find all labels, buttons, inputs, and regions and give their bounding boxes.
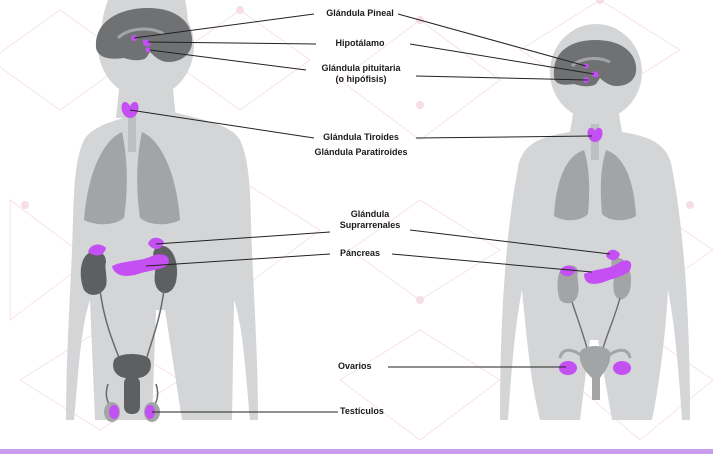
male-left-kidney: [81, 251, 107, 294]
label-pancreas: Páncreas: [320, 248, 400, 259]
leader-pineal-female: [398, 14, 586, 66]
male-trachea: [128, 112, 136, 152]
female-left-ovary: [559, 361, 577, 375]
label-ovaries: Ovarios: [338, 361, 388, 372]
label-parathyroid: Glándula Paratiroides: [298, 147, 424, 158]
label-testicles: Testículos: [340, 406, 400, 417]
label-pineal: Glándula Pineal: [310, 8, 410, 19]
label-thyroid: Glándula Tiroides: [306, 132, 416, 143]
label-hypothalamus: Hipotálamo: [310, 38, 410, 49]
male-penis: [124, 376, 140, 414]
label-pituitary-line1: Glándula pituitaria: [306, 63, 416, 74]
female-figure: [500, 24, 690, 420]
label-adrenal-line1: Glándula: [320, 209, 420, 220]
bottom-accent-bar: [0, 449, 713, 454]
label-pituitary-line2: (o hipófisis): [306, 74, 416, 85]
label-adrenal-line2: Suprarrenales: [320, 220, 420, 231]
female-right-ovary: [613, 361, 631, 375]
male-left-testicle: [109, 405, 119, 419]
male-bladder: [113, 354, 151, 378]
male-figure: [66, 0, 258, 422]
male-pituitary-gland: [146, 48, 151, 53]
